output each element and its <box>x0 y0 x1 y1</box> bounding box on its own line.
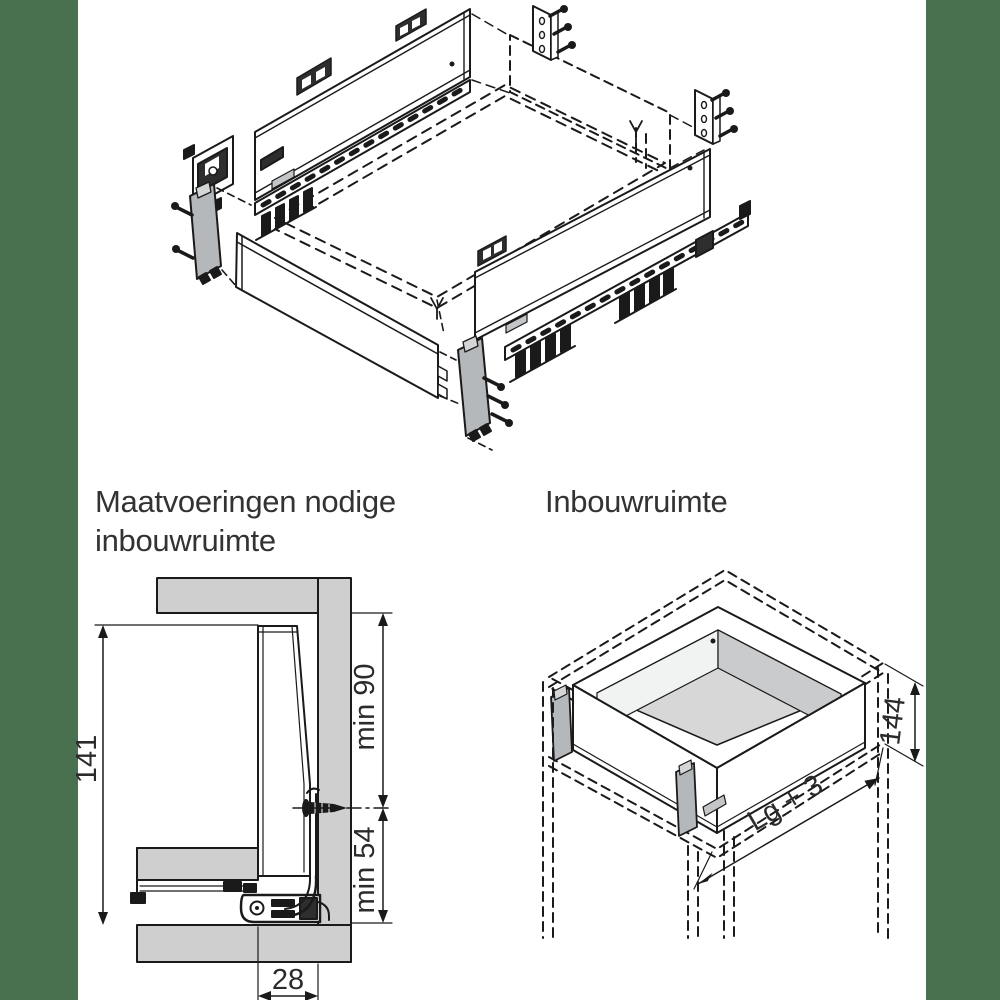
drawer-front-panel <box>235 232 448 400</box>
cross-section-title: Maatvoeringen nodige inbouwruimte <box>95 482 396 560</box>
rail-front-latch-left <box>183 135 234 217</box>
rear-bracket-left-screws <box>548 5 576 54</box>
installation-space-diagram: 144 Lg + 3 <box>542 569 924 939</box>
left-green-band <box>0 0 78 1000</box>
damper-pad <box>260 146 284 171</box>
cross-section-title-line2: inbouwruimte <box>95 523 276 558</box>
rear-bracket-right-screws <box>710 89 738 138</box>
rear-bracket-right <box>694 89 721 145</box>
dim-144-label: 144 <box>874 695 912 747</box>
dimension-min90 <box>350 612 393 808</box>
drawer-rail-right <box>504 200 751 383</box>
dimension-141 <box>94 624 259 925</box>
dim-141-label: 141 <box>71 735 103 783</box>
drawer-box <box>572 606 866 834</box>
dim-min90-label: min 90 <box>349 663 381 750</box>
installation-title-text: Inbouwruimte <box>545 484 728 519</box>
front-fixing-plate-left <box>189 181 222 285</box>
front-fixing-plate-right-screws <box>482 376 513 427</box>
panel-hole <box>449 61 455 67</box>
drawer-rail-left <box>254 79 471 241</box>
installation-title: Inbouwruimte <box>545 482 728 521</box>
dimension-144 <box>884 663 924 767</box>
label-pad <box>271 168 295 190</box>
installation-space-legs <box>542 667 889 939</box>
rear-bracket-left <box>532 5 559 61</box>
drawer-front-brackets <box>550 684 727 837</box>
dim-28-label: 28 <box>272 964 304 996</box>
cross-section-diagram: 141 min 90 min 54 28 <box>71 577 393 1000</box>
drawer-back-panel-dashed <box>471 13 705 171</box>
drawer-bottom-cross-section <box>130 847 259 904</box>
cabinet-bottom-panel <box>136 924 352 963</box>
front-fixing-plate-right <box>457 335 492 442</box>
dimension-length <box>693 747 884 890</box>
drawer-side-panel-left <box>254 8 471 201</box>
cabinet-top-panel <box>156 577 319 614</box>
assembly-projection-lines <box>216 187 493 451</box>
drawer-side-panel-right <box>474 148 711 341</box>
dimension-28 <box>257 926 319 1000</box>
rail-mounting-plates-left <box>296 8 427 96</box>
cross-section-title-line1: Maatvoeringen nodige <box>95 484 396 519</box>
right-green-band <box>926 0 1000 1000</box>
drawer-back-cross-section <box>257 625 311 877</box>
dim-min54-label: min 54 <box>349 826 381 913</box>
dimension-min54 <box>350 808 393 924</box>
exploded-assembly-diagram <box>171 5 751 451</box>
front-fixing-plate-left-screws <box>171 202 195 260</box>
